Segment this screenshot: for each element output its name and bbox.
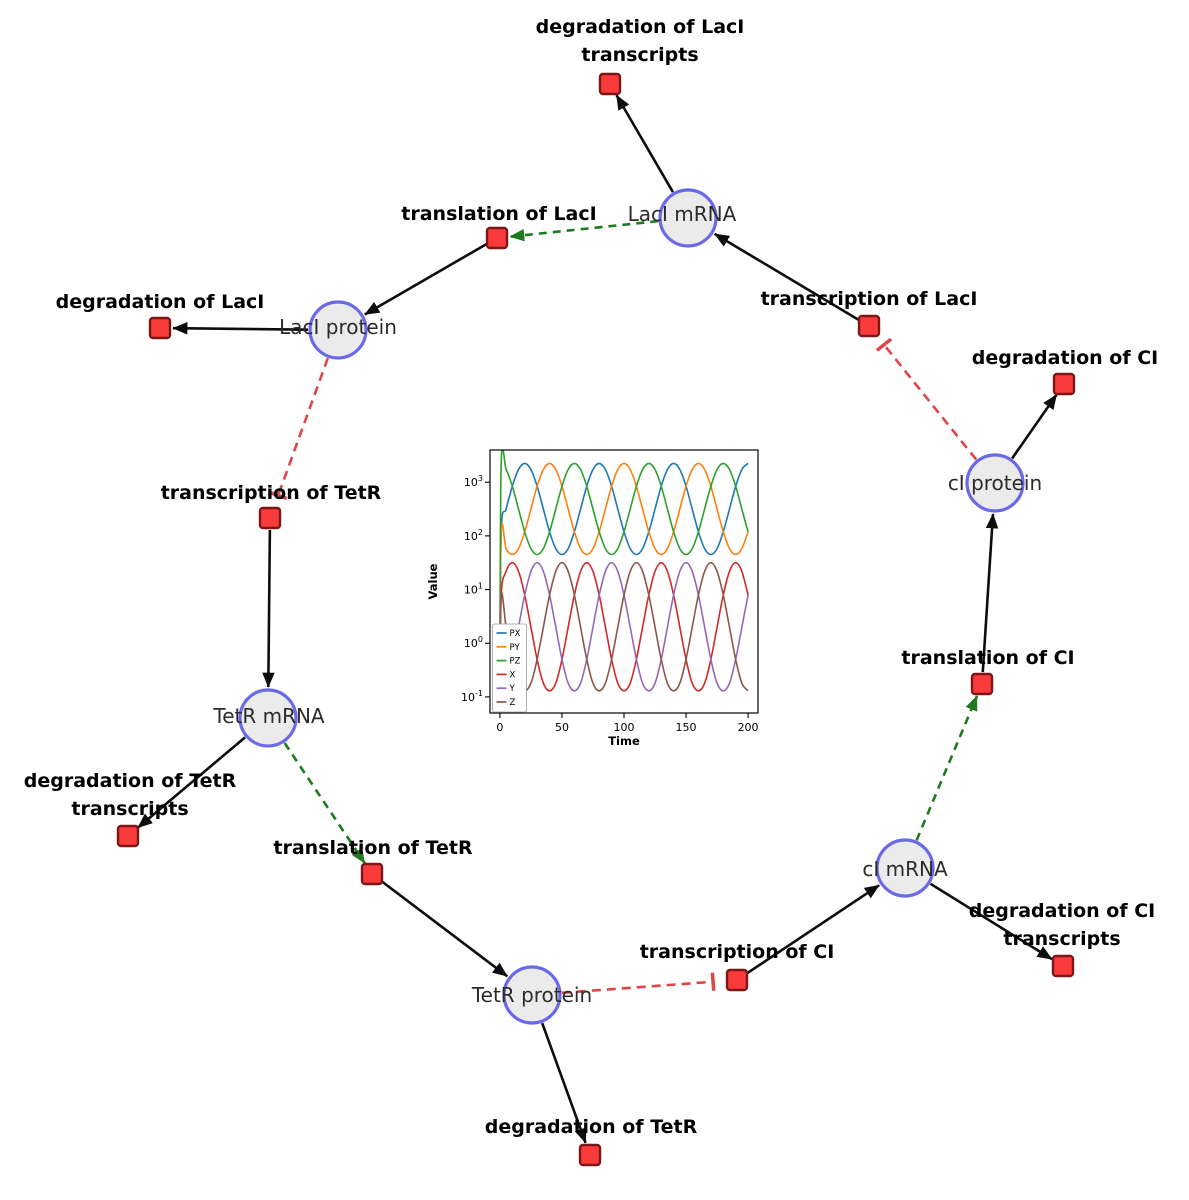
y-tick-label: 102 <box>464 528 483 543</box>
edge-inhibit-ci-protein-txn-laci <box>883 343 978 461</box>
legend-label-PX: PX <box>510 629 521 639</box>
reaction-node-txn-tetr[interactable] <box>258 506 282 530</box>
reaction-node-transl-laci[interactable] <box>485 226 509 250</box>
edge-consume-laci-mrna-deg-laci-tx <box>615 94 675 193</box>
edge-produce-txn-ci-ci-mrna <box>746 884 880 975</box>
edge-consume-tetr-mrna-deg-tetr-tx <box>137 736 246 829</box>
species-node-laci-mrna[interactable] <box>658 188 718 248</box>
edge-consume-laci-protein-deg-laci <box>172 322 309 335</box>
y-tick-label: 103 <box>464 474 483 489</box>
reaction-label-transl-tetr: translation of TetR <box>273 837 473 859</box>
reaction-label-transl-laci: translation of LacI <box>401 203 596 225</box>
reaction-node-deg-ci[interactable] <box>1052 372 1076 396</box>
reaction-label-txn-laci: transcription of LacI <box>761 288 978 310</box>
edge-modifier-tetr-mrna-transl-tetr <box>283 742 366 864</box>
species-label-ci-mrna: cI mRNA <box>862 857 948 881</box>
y-tick-label: 100 <box>464 635 483 650</box>
species-label-tetr-mrna: TetR mRNA <box>212 704 325 728</box>
series-PY <box>499 462 749 695</box>
reaction-node-deg-ci-tx[interactable] <box>1051 954 1075 978</box>
reaction-label-txn-ci: transcription of CI <box>640 941 835 963</box>
edge-modifier-laci-mrna-transl-laci <box>509 219 659 242</box>
y-axis-label: Value <box>426 563 440 599</box>
edge-produce-transl-ci-ci-protein <box>981 513 999 673</box>
legend-label-Z: Z <box>510 698 516 708</box>
reaction-node-deg-tetr[interactable] <box>578 1143 602 1167</box>
edge-produce-transl-laci-laci-protein <box>364 242 488 316</box>
reaction-label-txn-tetr: transcription of TetR <box>161 482 382 504</box>
species-label-tetr-protein: TetR protein <box>471 983 592 1007</box>
inhibition-tbar-ci-protein-txn-laci <box>875 337 893 352</box>
legend-label-PY: PY <box>510 643 521 653</box>
reaction-node-txn-ci[interactable] <box>725 968 749 992</box>
series-PZ <box>499 450 749 695</box>
species-node-tetr-protein[interactable] <box>502 965 562 1025</box>
edge-consume-tetr-protein-deg-tetr <box>541 1022 587 1144</box>
series-PX <box>499 462 749 695</box>
x-tick-label: 150 <box>676 721 697 734</box>
species-label-laci-mrna: LacI mRNA <box>628 202 737 226</box>
edge-produce-transl-tetr-tetr-protein <box>380 880 509 978</box>
species-node-ci-mrna[interactable] <box>875 838 935 898</box>
species-node-tetr-mrna[interactable] <box>238 688 298 748</box>
edge-inhibit-tetr-protein-txn-ci <box>561 980 714 995</box>
edges-layer <box>137 94 1058 1144</box>
edge-modifier-ci-mrna-transl-ci <box>915 695 979 841</box>
edge-inhibit-laci-protein-txn-tetr <box>276 357 330 496</box>
legend-label-Y: Y <box>509 684 516 694</box>
series-Z <box>499 561 749 695</box>
reaction-node-deg-tetr-tx[interactable] <box>116 824 140 848</box>
edge-consume-ci-mrna-deg-ci-tx <box>929 882 1053 961</box>
edge-produce-txn-laci-laci-mrna <box>713 232 860 321</box>
reaction-node-transl-tetr[interactable] <box>360 862 384 886</box>
reaction-node-txn-laci[interactable] <box>857 314 881 338</box>
x-axis-label: Time <box>608 734 640 748</box>
nodes-layer <box>116 72 1076 1167</box>
series-X <box>499 561 749 695</box>
x-tick-label: 50 <box>555 721 569 734</box>
legend-label-PZ: PZ <box>510 657 521 667</box>
series-Y <box>499 561 749 695</box>
species-label-ci-protein: cI protein <box>948 471 1042 495</box>
species-node-ci-protein[interactable] <box>965 453 1025 513</box>
reaction-node-deg-laci[interactable] <box>148 316 172 340</box>
x-tick-label: 100 <box>614 721 635 734</box>
edge-produce-txn-tetr-tetr-mrna <box>262 529 275 688</box>
inhibition-tbar-tetr-protein-txn-ci <box>710 972 716 991</box>
legend-label-X: X <box>510 670 516 680</box>
edge-consume-ci-protein-deg-ci <box>1011 393 1058 460</box>
y-tick-label: 10-1 <box>461 689 483 704</box>
plot-background <box>490 450 758 713</box>
x-tick-label: 200 <box>738 721 759 734</box>
reaction-label-transl-ci: translation of CI <box>901 647 1074 669</box>
reaction-node-transl-ci[interactable] <box>970 672 994 696</box>
y-tick-label: 101 <box>464 582 483 597</box>
x-tick-label: 0 <box>496 721 503 734</box>
reaction-label-deg-laci: degradation of LacI <box>56 291 265 313</box>
species-label-laci-protein: LacI protein <box>279 315 397 339</box>
reaction-node-deg-laci-tx[interactable] <box>598 72 622 96</box>
inhibition-tbar-laci-protein-txn-tetr <box>269 490 288 501</box>
species-node-laci-protein[interactable] <box>308 300 368 360</box>
reaction-label-deg-ci: degradation of CI <box>972 347 1158 369</box>
reaction-label-deg-tetr: degradation of TetR <box>485 1116 698 1138</box>
